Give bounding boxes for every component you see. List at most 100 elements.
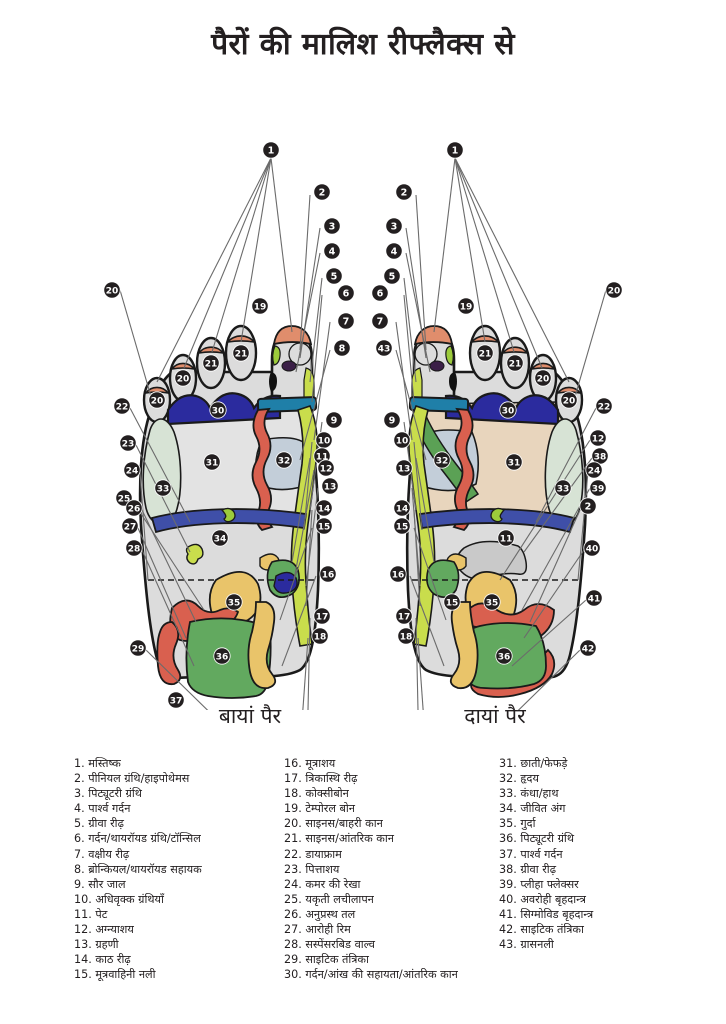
right-region-label-36: 36 <box>495 647 513 665</box>
svg-text:18: 18 <box>314 632 327 642</box>
left-callout-26: 26 <box>125 499 143 517</box>
svg-text:29: 29 <box>132 644 145 654</box>
right-region-label-20: 20 <box>560 391 578 409</box>
legend-item: 43. ग्रासनली <box>499 938 554 952</box>
legend-item: 11. पेट <box>74 907 108 921</box>
right-foot-caption: दायां पैर <box>464 704 526 728</box>
left-callout-18: 18 <box>311 627 329 645</box>
left-region-16 <box>247 601 277 690</box>
right-region-label-30: 30 <box>499 401 517 419</box>
svg-text:15: 15 <box>396 522 409 532</box>
right-callout-12: 12 <box>589 429 607 447</box>
svg-text:37: 37 <box>170 696 183 706</box>
right-callout-41: 41 <box>585 589 603 607</box>
left-callout-27: 27 <box>121 517 139 535</box>
legend-item: 10. अधिवृक्क ग्रंथियाँ <box>74 892 164 906</box>
legend-item: 18. कोक्सीबोन <box>284 787 349 801</box>
right-region-label-35: 35 <box>483 593 501 611</box>
right-callout-15: 15 <box>393 517 411 535</box>
left-region-label-21: 21 <box>202 354 220 372</box>
svg-text:3: 3 <box>329 221 336 232</box>
svg-text:17: 17 <box>398 612 411 622</box>
legend-item: 40. अवरोही बृहदान्त्र <box>499 892 586 906</box>
svg-text:22: 22 <box>598 402 611 412</box>
left-region-label-21: 21 <box>232 344 250 362</box>
svg-text:12: 12 <box>320 464 333 474</box>
svg-text:30: 30 <box>212 406 225 416</box>
svg-text:9: 9 <box>389 415 396 426</box>
left-callout-19: 19 <box>251 297 269 315</box>
legend-item: 36. पिट्यूटरी ग्रंथि <box>499 832 574 846</box>
svg-text:6: 6 <box>377 288 384 299</box>
right-region-label-31: 31 <box>505 453 523 471</box>
left-callout-20: 20 <box>103 281 121 299</box>
legend-item: 33. कंधा/हाथ <box>499 787 559 801</box>
legend-item: 38. ग्रीवा रीढ़ <box>499 862 557 876</box>
svg-text:20: 20 <box>537 374 550 384</box>
left-callout-14: 14 <box>315 499 333 517</box>
right-region-label-21: 21 <box>476 344 494 362</box>
legend-item: 22. डायाफ्राम <box>284 847 342 861</box>
legend-item: 19. टेम्पोरल बोन <box>284 802 356 816</box>
svg-text:35: 35 <box>486 598 499 608</box>
svg-text:18: 18 <box>400 632 413 642</box>
legend-item: 23. पित्ताशय <box>284 862 340 876</box>
svg-text:20: 20 <box>151 396 164 406</box>
svg-text:8: 8 <box>339 343 346 354</box>
right-callout-4: 4 <box>385 242 403 260</box>
svg-text:33: 33 <box>557 484 570 494</box>
left-callout-17: 17 <box>313 607 331 625</box>
right-callout-2: 2 <box>579 497 597 515</box>
right-callout-22: 22 <box>595 397 613 415</box>
svg-text:32: 32 <box>278 456 291 466</box>
right-callout-6: 6 <box>371 284 389 302</box>
svg-text:21: 21 <box>509 359 522 369</box>
legend-item: 7. वक्षीय रीढ़ <box>74 847 130 861</box>
legend-item: 14. काठ रीढ़ <box>74 953 131 967</box>
right-callout-40: 40 <box>583 539 601 557</box>
svg-text:11: 11 <box>500 534 513 544</box>
legend-item: 28. सस्पेंसरबिड वाल्व <box>284 938 375 952</box>
svg-text:5: 5 <box>331 271 338 282</box>
left-ascending-colon-lower <box>156 621 182 686</box>
right-region-label-11: 11 <box>497 529 515 547</box>
svg-text:39: 39 <box>592 484 605 494</box>
svg-text:32: 32 <box>436 456 449 466</box>
svg-text:21: 21 <box>479 349 492 359</box>
svg-text:21: 21 <box>205 359 218 369</box>
svg-text:1: 1 <box>268 145 275 156</box>
legend-item: 15. मूत्रवाहिनी नली <box>74 968 156 982</box>
svg-text:36: 36 <box>216 652 229 662</box>
left-callout-6: 6 <box>337 284 355 302</box>
svg-text:20: 20 <box>563 396 576 406</box>
legend-item: 39. प्लीहा फ्लेक्सर <box>499 877 579 891</box>
svg-text:19: 19 <box>460 302 473 312</box>
legend-item: 6. गर्दन/थायरॉयड ग्रंथि/टॉन्सिल <box>74 832 201 846</box>
svg-text:26: 26 <box>128 504 141 514</box>
legend-item: 27. आरोही रिम <box>284 923 351 937</box>
right-callout-20: 20 <box>605 281 623 299</box>
left-callout-4: 4 <box>323 242 341 260</box>
legend-item: 9. सौर जाल <box>74 877 126 891</box>
svg-text:9: 9 <box>331 415 338 426</box>
legend-item: 21. साइनस/आंतरिक कान <box>284 832 394 846</box>
right-callout-13: 13 <box>395 459 413 477</box>
legend-item: 16. मूत्राशय <box>284 757 336 770</box>
svg-text:40: 40 <box>586 544 599 554</box>
left-callout-12: 12 <box>317 459 335 477</box>
right-callout-19: 19 <box>457 297 475 315</box>
right-callout-24: 24 <box>585 461 603 479</box>
right-callout-5: 5 <box>383 267 401 285</box>
svg-text:42: 42 <box>582 644 595 654</box>
svg-text:7: 7 <box>343 316 350 327</box>
left-region-label-32: 32 <box>275 451 293 469</box>
svg-text:20: 20 <box>106 286 119 296</box>
left-region-label-31: 31 <box>203 453 221 471</box>
page-title: पैरों की मालिश रीफ्लैक्स से <box>211 27 515 62</box>
svg-text:35: 35 <box>228 598 241 608</box>
left-region-33 <box>142 418 182 526</box>
right-callout-2: 2 <box>395 183 413 201</box>
